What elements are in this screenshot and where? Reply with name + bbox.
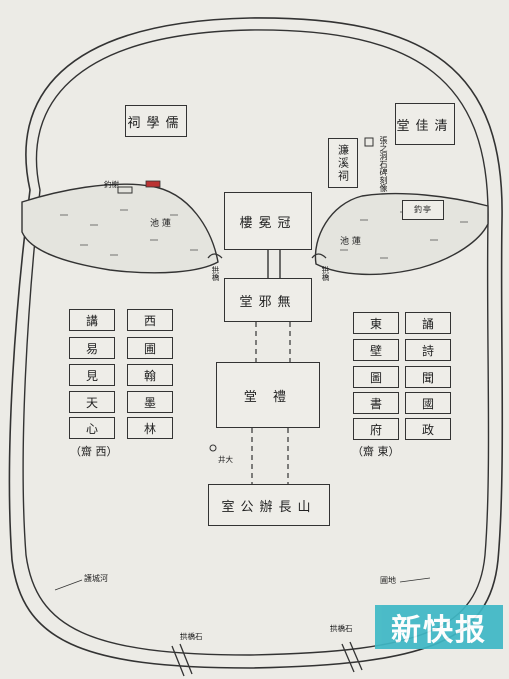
west-study-caption: （齋 西） xyxy=(70,445,118,458)
west-pond-label: 池 蓮 xyxy=(150,219,171,229)
south-west-stone-bridge xyxy=(171,645,185,677)
east-col-right-1: 誦 xyxy=(405,312,451,334)
garden-label: 圃地 xyxy=(380,576,396,585)
east-col-left-2: 壁 xyxy=(353,339,399,361)
east-col-left-3: 圖 xyxy=(353,366,399,388)
shanzhang-office: 室公辦長山 xyxy=(208,484,330,526)
east-col-right-2: 詩 xyxy=(405,339,451,361)
south-east-stone-bridge xyxy=(341,643,355,673)
moat-inner-line xyxy=(22,29,490,656)
east-col-right-3: 聞 xyxy=(405,366,451,388)
west-lotus-pond xyxy=(21,183,219,274)
west-col-right-1: 西 xyxy=(127,309,173,331)
east-lotus-pond xyxy=(314,192,489,276)
moat-label: 護城河 xyxy=(84,574,108,583)
wuxie-hall: 堂邪無 xyxy=(224,278,312,322)
west-col-right-3: 翰 xyxy=(127,364,173,386)
li-hall: 堂 禮 xyxy=(216,362,320,428)
sw-bridge-label: 拱橋石 xyxy=(180,632,203,641)
stele-marker xyxy=(364,137,374,147)
shrine-of-scholars: 祠學儒 xyxy=(125,105,187,137)
qingjia-hall: 堂佳清 xyxy=(395,103,455,145)
east-col-right-5: 政 xyxy=(405,418,451,440)
fishing-pavilion: 釣亭 xyxy=(402,200,444,220)
west-col-left-1: 講 xyxy=(69,309,115,331)
west-col-left-2: 易 xyxy=(69,337,115,359)
west-col-left-3: 見 xyxy=(69,364,115,386)
east-bridge-arc xyxy=(311,253,327,259)
west-col-right-2: 圃 xyxy=(127,337,173,359)
east-bridge-label: 拱橋 xyxy=(321,266,330,281)
west-col-left-4: 天 xyxy=(69,391,115,413)
east-col-left-5: 府 xyxy=(353,418,399,440)
east-study-caption: （齋 東） xyxy=(352,445,400,458)
west-col-right-5: 林 xyxy=(127,417,173,439)
west-col-right-4: 墨 xyxy=(127,391,173,413)
guanmian-tower: 樓冕冠 xyxy=(224,192,312,250)
lianxi-shrine: 濂溪祠 xyxy=(328,138,358,188)
west-bridge-label: 拱橋 xyxy=(211,266,220,281)
well-label: 井大 xyxy=(218,455,233,464)
moat-outer-line xyxy=(8,17,504,669)
stele-note: 張之洞石碑刻像 xyxy=(379,136,388,192)
west-col-left-5: 心 xyxy=(69,417,115,439)
newspaper-watermark: 新快报 xyxy=(375,605,503,649)
west-pond-marker: 釣榭 xyxy=(104,180,119,189)
well-marker xyxy=(209,444,217,452)
se-bridge-label: 拱橋石 xyxy=(330,624,353,633)
east-col-left-1: 東 xyxy=(353,312,399,334)
east-pond-label: 池 蓮 xyxy=(340,237,361,247)
east-col-right-4: 國 xyxy=(405,392,451,414)
east-col-left-4: 書 xyxy=(353,392,399,414)
west-bridge-arc xyxy=(207,253,223,259)
